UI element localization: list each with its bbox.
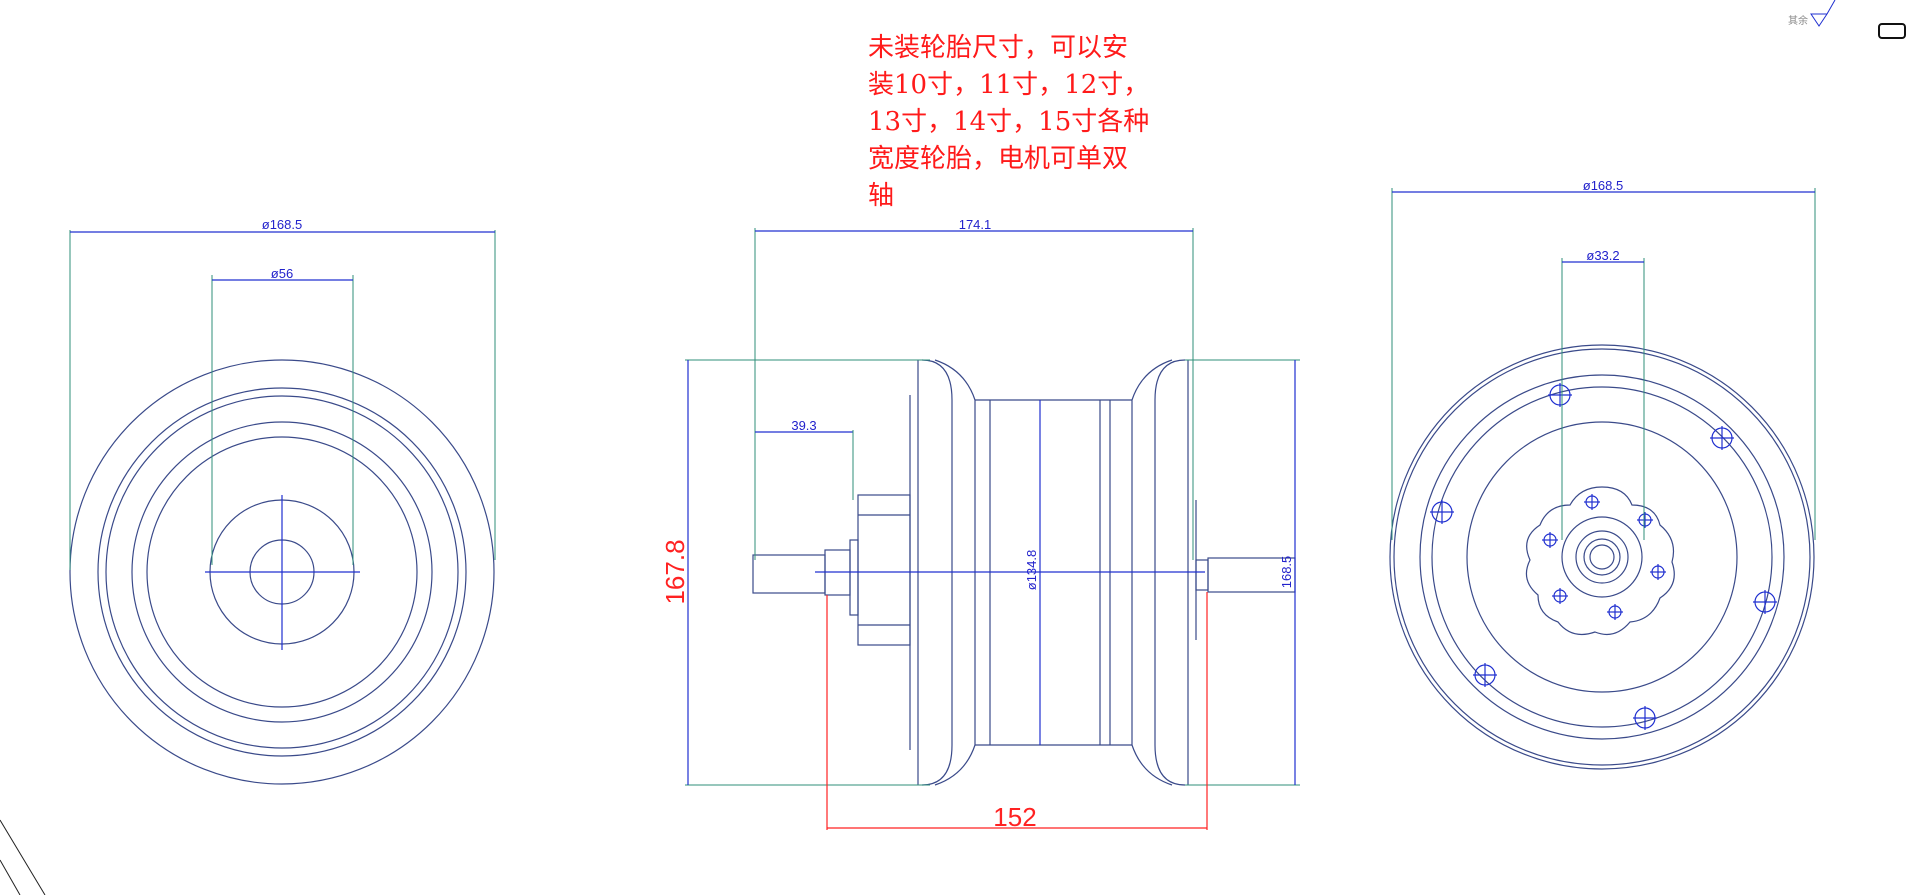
surface-finish-mark: 其余 (1788, 0, 1836, 27)
corner-lines (0, 819, 46, 895)
middle-view (685, 228, 1300, 830)
dim-mid-bottom-red: 152 (993, 802, 1036, 832)
corner-box-icon (1878, 23, 1906, 39)
dim-mid-right-height: 168.5 (1279, 556, 1294, 589)
dim-left-inner: ø56 (271, 266, 293, 281)
dim-mid-shaft: 39.3 (791, 418, 816, 433)
dim-mid-inner-dia: ø134.8 (1024, 550, 1039, 590)
dim-mid-height-red: 167.8 (660, 539, 690, 604)
corner-text: 其余 (1788, 14, 1808, 27)
left-view (69, 230, 496, 785)
dim-right-inner: ø33.2 (1586, 248, 1619, 263)
dim-mid-width: 174.1 (959, 217, 992, 232)
right-view (1389, 188, 1816, 770)
dim-left-outer: ø168.5 (262, 217, 302, 232)
dim-right-outer: ø168.5 (1583, 178, 1623, 193)
annotation-note: 未装轮胎尺寸，可以安 装10寸，11寸，12寸， 13寸，14寸，15寸各种 宽… (868, 33, 1150, 211)
